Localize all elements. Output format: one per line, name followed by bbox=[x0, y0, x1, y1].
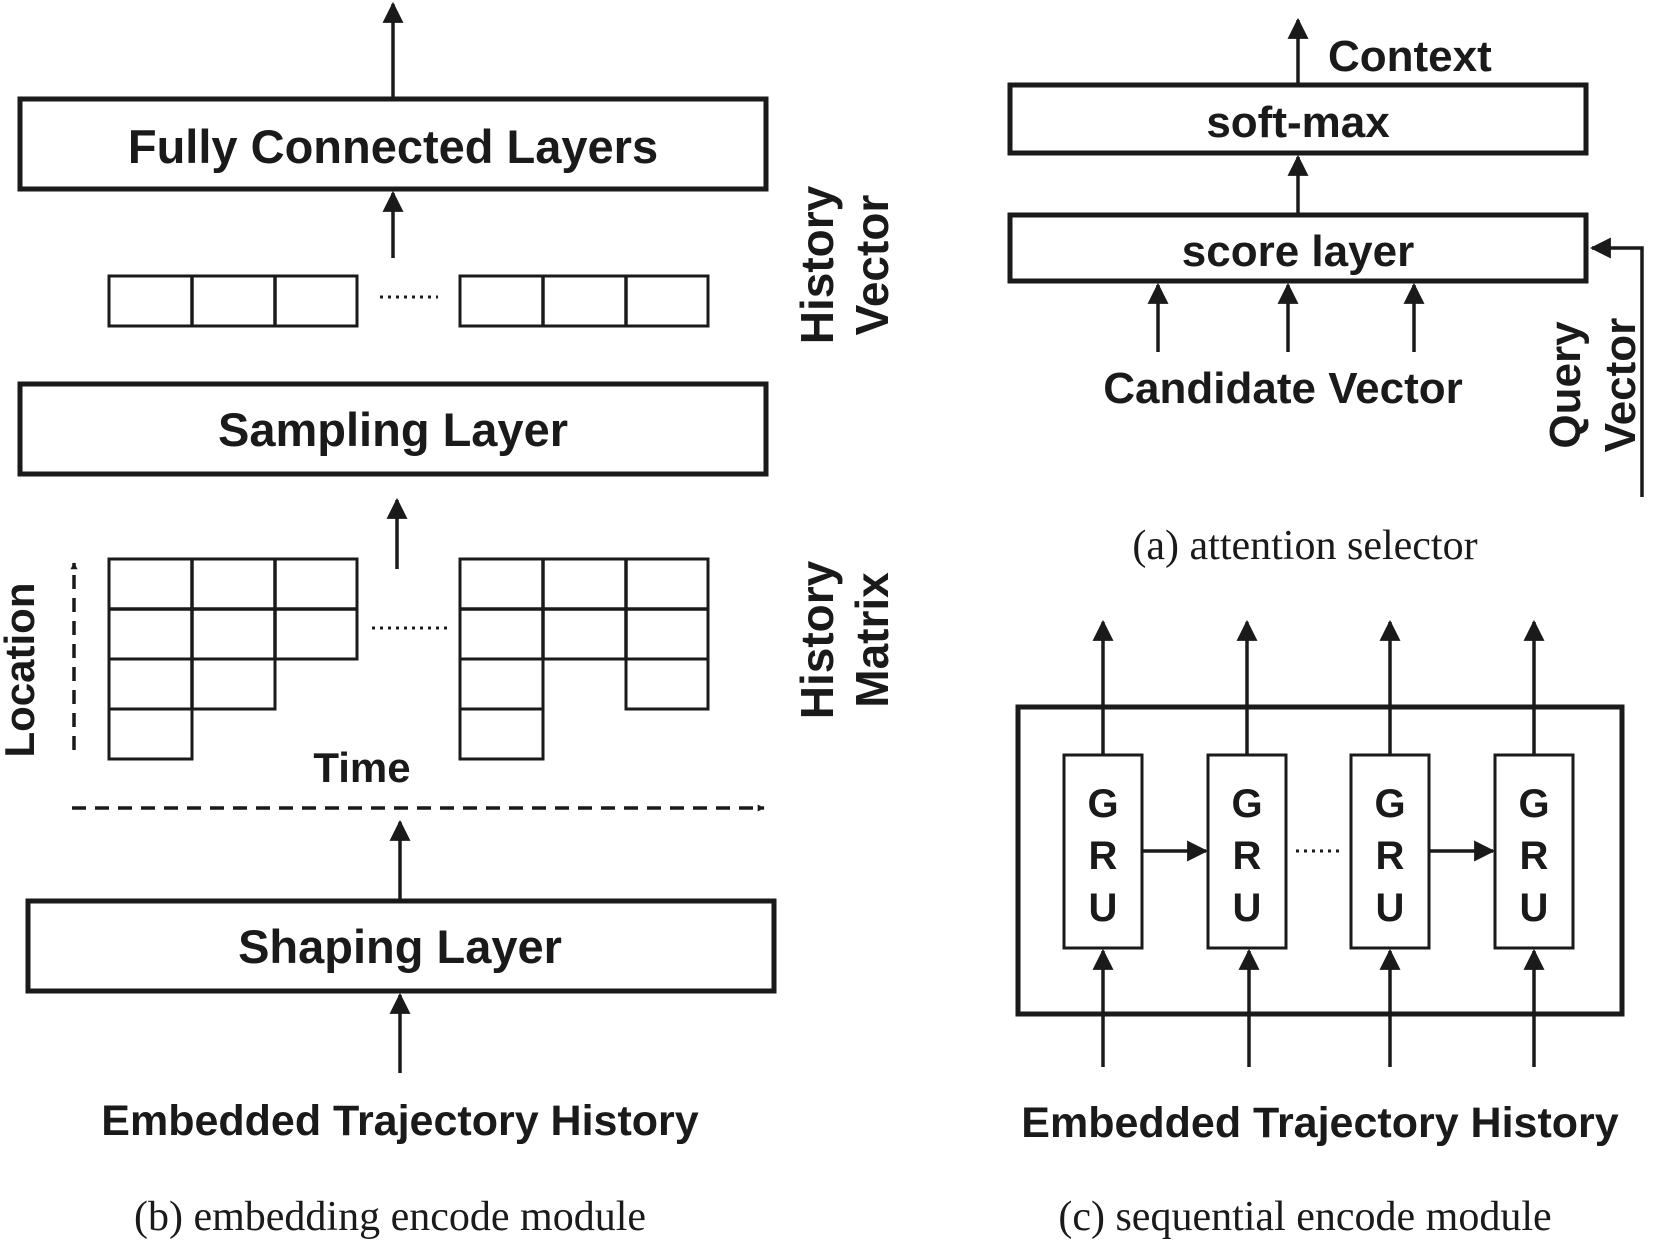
sampling-layer-box bbox=[17, 381, 769, 477]
svg-text:G: G bbox=[1374, 782, 1405, 826]
history-matrix-label-1: History bbox=[791, 560, 843, 719]
gru-cell-1: G R U bbox=[1062, 753, 1144, 950]
panel-a-caption: (a) attention selector bbox=[1132, 523, 1477, 569]
svg-text:U: U bbox=[1376, 886, 1405, 930]
panel-b-input-label: Embedded Trajectory History bbox=[101, 1097, 698, 1145]
query-vector-arrow bbox=[1589, 237, 1644, 497]
history-vector-cells bbox=[107, 274, 710, 328]
panel-b-embedding-encode: Fully Connected Layers History Vector Sa… bbox=[0, 1, 898, 1240]
svg-text:G: G bbox=[1518, 782, 1549, 826]
time-axis-label: Time bbox=[313, 744, 410, 791]
svg-text:G: G bbox=[1087, 782, 1118, 826]
svg-text:U: U bbox=[1233, 886, 1262, 930]
sampling-layer-label: Sampling Layer bbox=[218, 403, 568, 456]
panel-c-input-label: Embedded Trajectory History bbox=[1021, 1099, 1618, 1147]
location-axis-label: Location bbox=[0, 583, 43, 758]
history-vector-label-2: Vector bbox=[846, 195, 898, 336]
shaping-layer-box bbox=[25, 898, 777, 994]
panel-c-sequential-encode: G R U G R U G R U G R U bbox=[1015, 619, 1625, 1240]
query-vector-label-2: Vector bbox=[1596, 318, 1645, 453]
svg-text:G: G bbox=[1231, 782, 1262, 826]
gru-cell-2: G R U bbox=[1206, 753, 1288, 950]
history-matrix-label-2: Matrix bbox=[846, 572, 898, 708]
gru-cell-3: G R U bbox=[1349, 753, 1431, 950]
score-layer-label: score layer bbox=[1182, 227, 1414, 276]
softmax-label: soft-max bbox=[1206, 98, 1390, 147]
softmax-box bbox=[1007, 82, 1589, 156]
svg-text:R: R bbox=[1520, 834, 1549, 878]
fully-connected-layers-label: Fully Connected Layers bbox=[128, 120, 658, 173]
query-vector-label-1: Query bbox=[1541, 321, 1590, 449]
svg-text:U: U bbox=[1089, 886, 1118, 930]
candidate-vector-label: Candidate Vector bbox=[1103, 364, 1462, 413]
context-label: Context bbox=[1328, 32, 1492, 81]
panel-a-attention-selector: Context soft-max score layer Candidate V… bbox=[1007, 17, 1645, 569]
history-matrix-left bbox=[107, 557, 359, 761]
shaping-layer-label: Shaping Layer bbox=[238, 920, 562, 973]
gru-cell-4: G R U bbox=[1493, 753, 1575, 950]
svg-text:R: R bbox=[1089, 834, 1118, 878]
score-layer-box bbox=[1007, 212, 1589, 284]
fully-connected-layers-box bbox=[17, 96, 769, 192]
svg-text:R: R bbox=[1376, 834, 1405, 878]
history-vector-label-1: History bbox=[791, 185, 843, 344]
panel-c-caption: (c) sequential encode module bbox=[1058, 1194, 1551, 1240]
svg-text:R: R bbox=[1233, 834, 1262, 878]
svg-text:U: U bbox=[1520, 886, 1549, 930]
history-matrix-right bbox=[458, 557, 710, 761]
panel-b-caption: (b) embedding encode module bbox=[134, 1194, 646, 1240]
